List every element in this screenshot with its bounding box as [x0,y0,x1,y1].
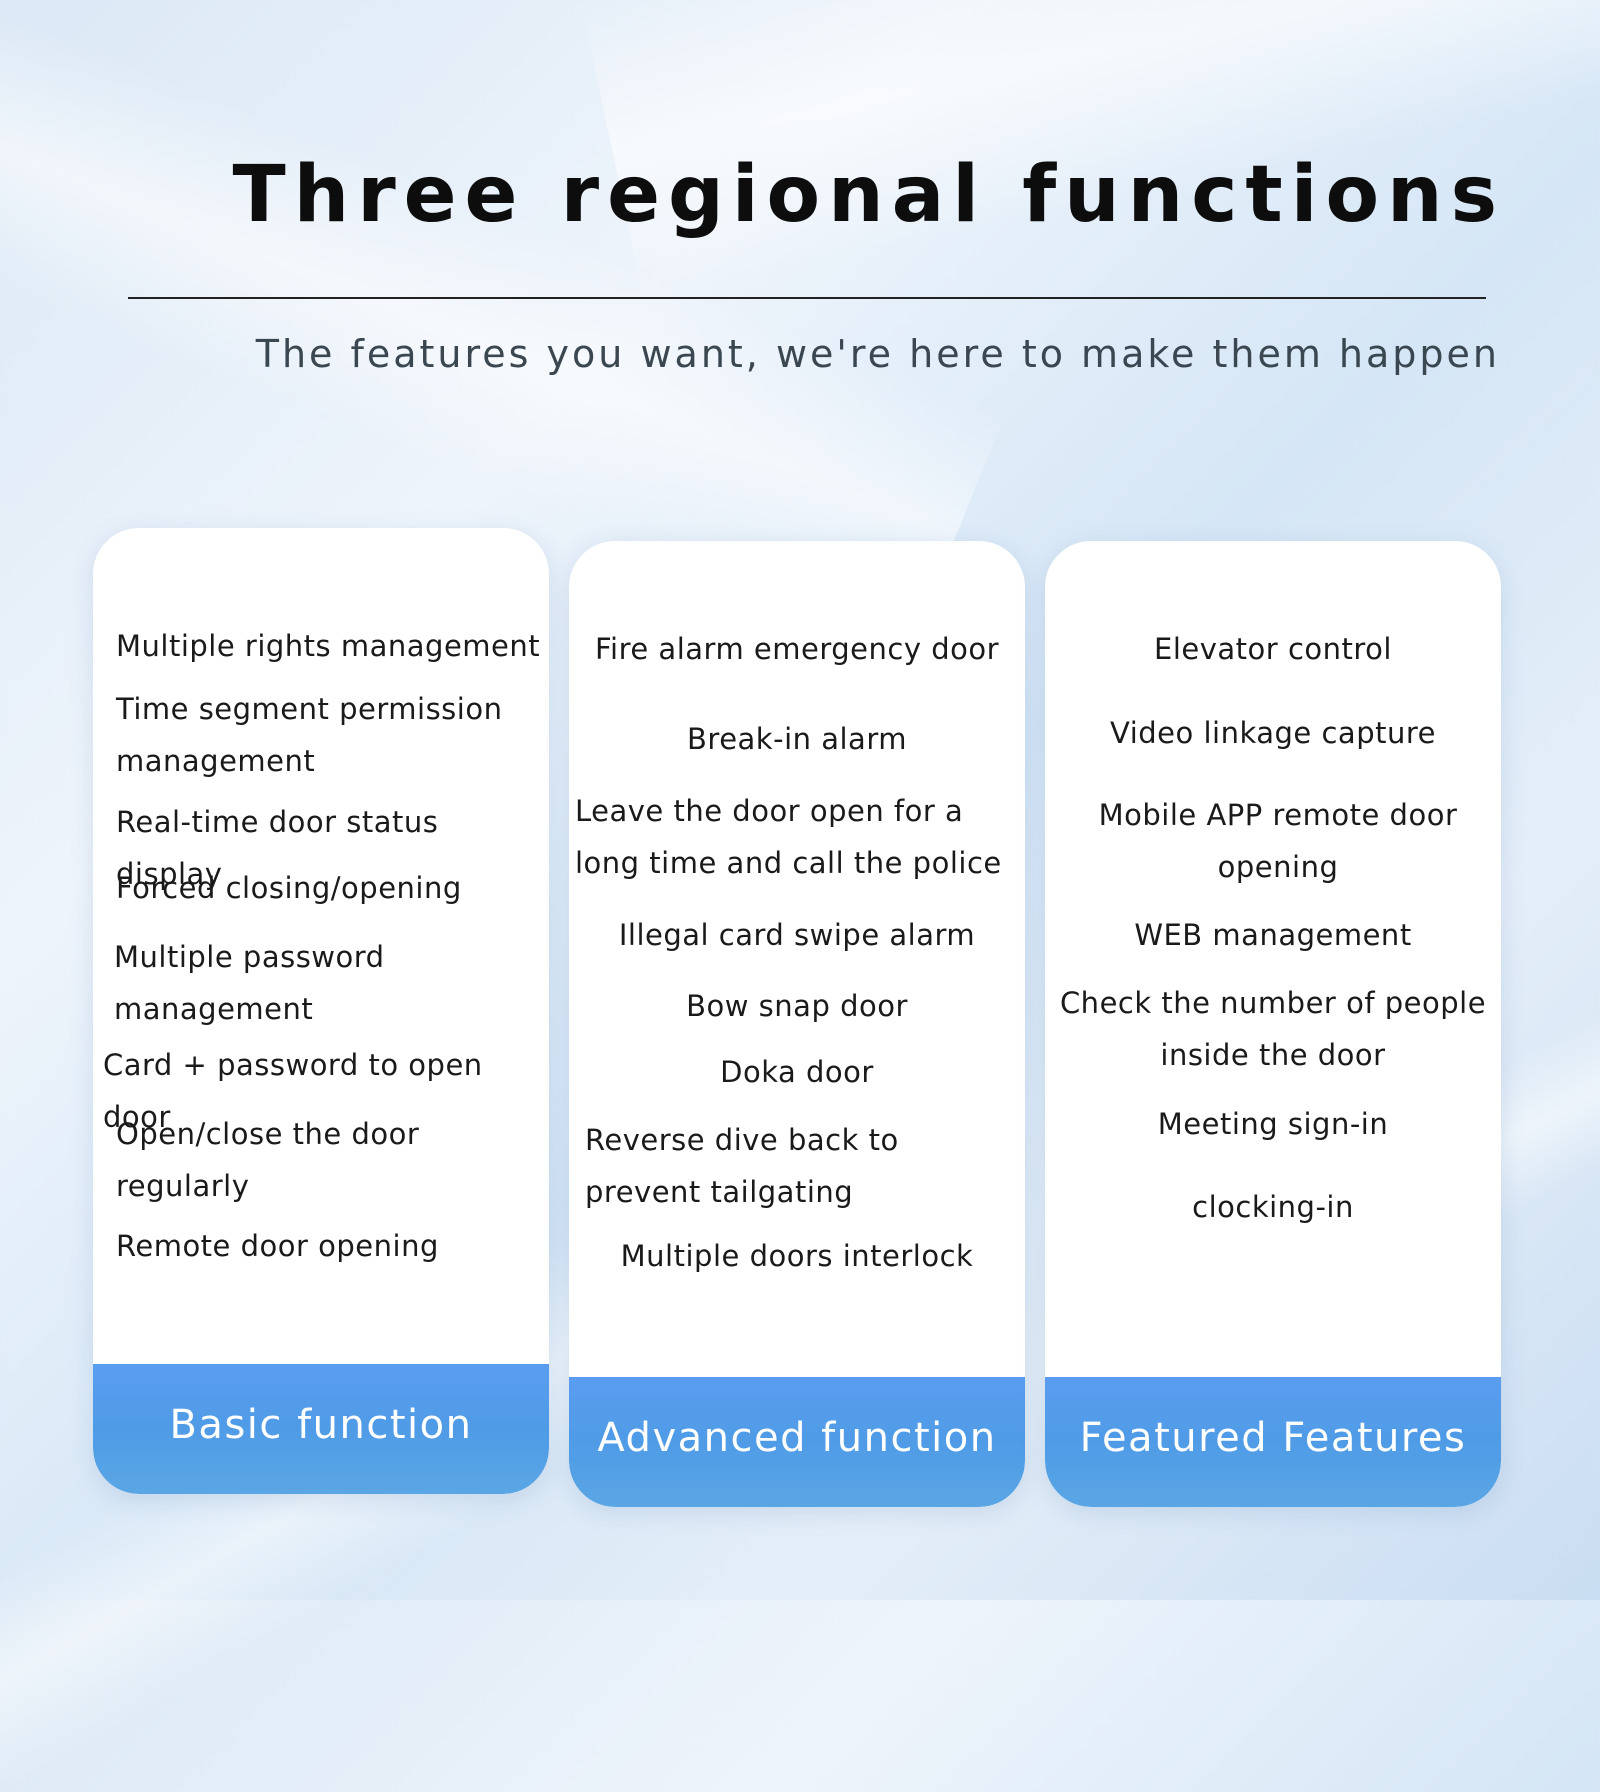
list-item: Leave the door open for a long time and … [575,794,1002,880]
featured-features-card: Elevator control Video linkage capture M… [1045,541,1501,1507]
page-title: Three regional functions [232,150,1505,240]
list-item: Real-time door status display [116,805,439,891]
list-item: Forced closing/opening [116,871,462,905]
list-item: clocking-in [1192,1190,1354,1224]
basic-function-card: Multiple rights management Time segment … [93,528,549,1494]
column-heading: Basic function [169,1402,473,1448]
column-heading: Advanced function [597,1415,997,1461]
list-item: Meeting sign-in [1157,1107,1389,1141]
list-item: Elevator control [1154,632,1392,666]
column-heading: Featured Features [1079,1415,1467,1461]
title-divider [128,297,1486,299]
list-item: Mobile APP remote door opening [1098,798,1458,884]
list-item: Multiple doors interlock [620,1239,974,1273]
list-item: Check the number of people inside the do… [1059,986,1487,1072]
list-item: Video linkage capture [1110,716,1436,750]
advanced-function-footer: Advanced function [569,1377,1025,1507]
list-item: Illegal card swipe alarm [618,918,976,952]
advanced-function-card: Fire alarm emergency door Break-in alarm… [569,541,1025,1507]
list-item: Fire alarm emergency door [594,632,1000,666]
list-item: Open/close the door regularly [116,1117,420,1203]
list-item: WEB management [1134,918,1412,952]
list-item: Doka door [720,1055,874,1089]
list-item: Time segment permission management [116,692,503,778]
list-item: Bow snap door [686,989,908,1023]
list-item: Remote door opening [116,1229,439,1263]
featured-features-footer: Featured Features [1045,1377,1501,1507]
list-item: Break-in alarm [687,722,907,756]
basic-function-footer: Basic function [93,1364,549,1494]
list-item: Multiple password management [114,940,385,1026]
list-item: Reverse dive back to prevent tailgating [585,1123,899,1209]
list-item: Card + password to open door [103,1048,483,1134]
page-subtitle: The features you want, we're here to mak… [255,332,1500,376]
list-item: Multiple rights management [116,629,541,663]
